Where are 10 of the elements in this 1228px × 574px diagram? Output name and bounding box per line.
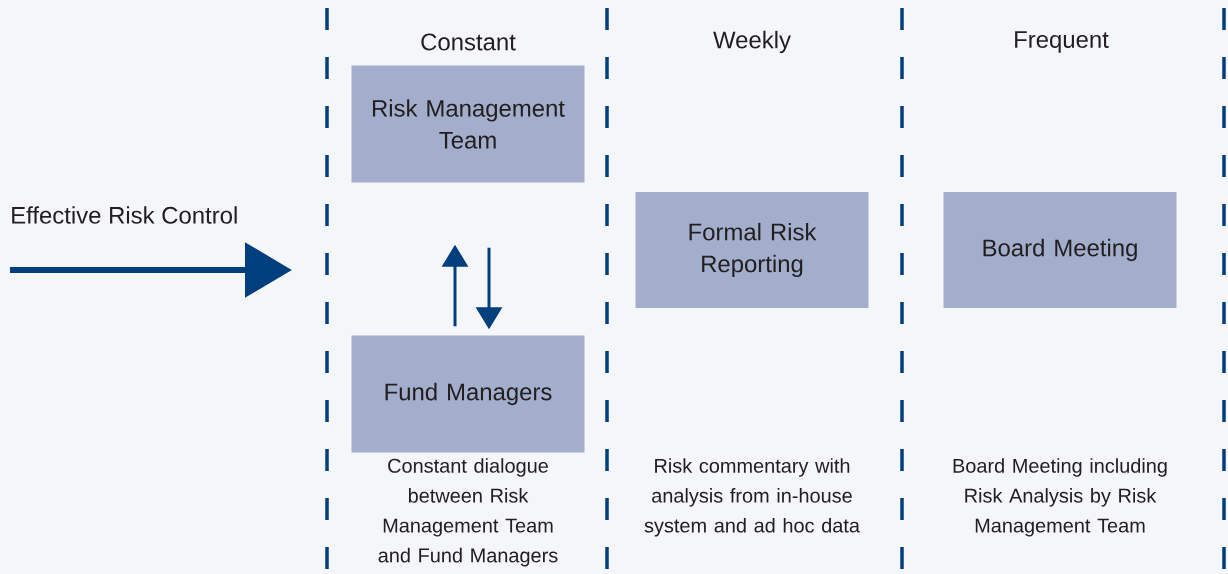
node-caption: Constant dialogue between Risk Management Team and Fund Managers bbox=[378, 458, 558, 567]
process-box: Formal Risk Reporting bbox=[635, 192, 869, 308]
column-heading: Weekly bbox=[713, 30, 791, 54]
arrow-label: Effective Risk Control bbox=[12, 206, 237, 224]
column-note: Risk commentary with analysis from in-house system and ad hoc data bbox=[644, 458, 860, 537]
column-note: Board Meeting including Risk Analysis by Risk Management Team bbox=[953, 458, 1167, 537]
process-box: Fund Managers bbox=[351, 335, 585, 453]
process-box: Board Meeting bbox=[943, 192, 1177, 308]
process-box: Risk Management Team bbox=[351, 65, 585, 183]
column-heading: Frequent bbox=[1015, 31, 1109, 53]
